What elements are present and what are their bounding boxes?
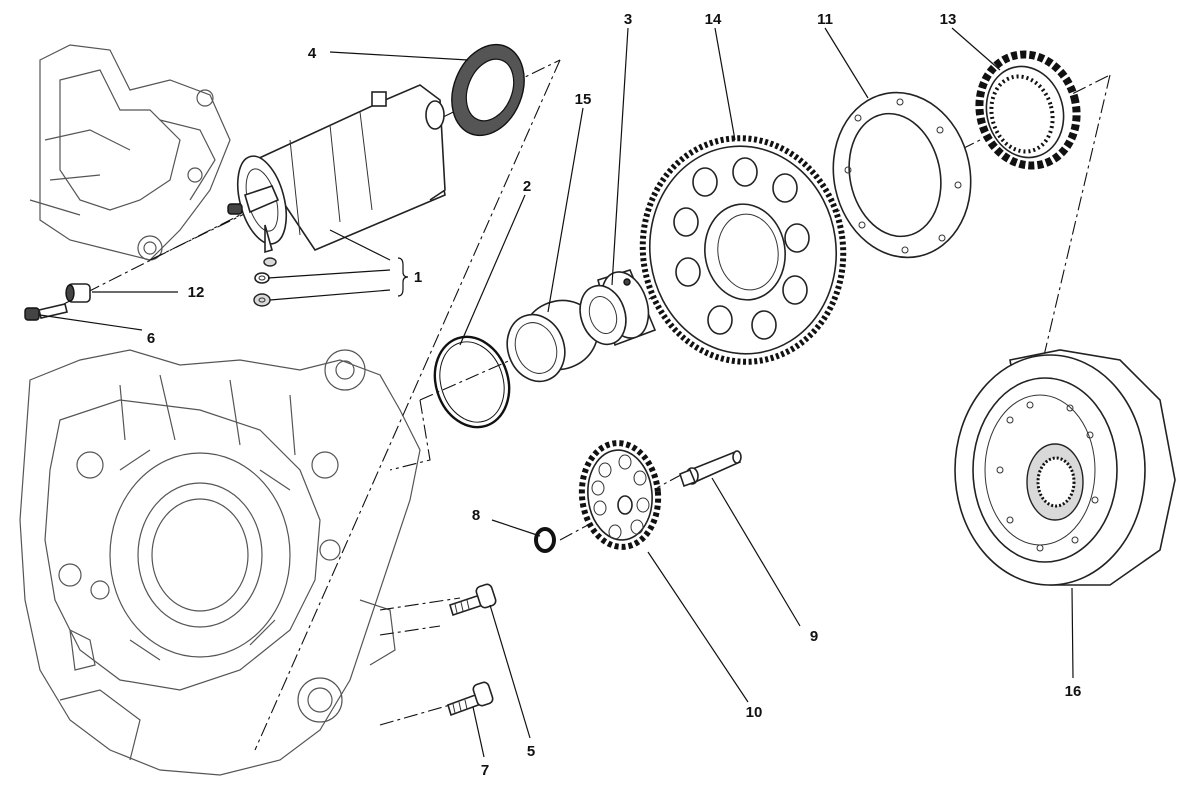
callout-12: 12 [188, 284, 205, 301]
part-12-spacer [65, 283, 91, 303]
callout-labels: 4 3 14 11 13 15 2 1 12 6 8 9 10 5 7 16 [147, 11, 1082, 779]
callout-10: 10 [746, 704, 763, 721]
part-10-small-gear [578, 440, 662, 550]
part-1-brace [397, 257, 409, 297]
part-16-rotor [954, 349, 1176, 586]
callout-6: 6 [147, 330, 155, 347]
part-2-thin-ring [433, 335, 511, 429]
callout-7: 7 [481, 762, 489, 779]
callout-4: 4 [308, 45, 317, 62]
starter-motor [227, 84, 446, 267]
callout-13: 13 [940, 11, 957, 28]
callout-2: 2 [523, 178, 531, 195]
callout-8: 8 [472, 507, 480, 524]
callout-14: 14 [705, 11, 722, 28]
part-14-idler-gear [639, 135, 847, 365]
leader-lines [39, 27, 1074, 758]
callout-1: 1 [414, 269, 422, 286]
part-8-washer [534, 527, 556, 553]
part-6-screw [24, 303, 68, 321]
part-3-sleeve [579, 269, 657, 347]
callout-9: 9 [810, 628, 818, 645]
callout-15: 15 [575, 91, 592, 108]
part-4-gasket [451, 43, 525, 137]
callout-3: 3 [624, 11, 632, 28]
crankcase-outline [19, 44, 421, 776]
part-11-flange [832, 91, 972, 259]
part-1-washer-nut [253, 272, 271, 307]
part-5-bolt [449, 583, 497, 617]
callout-11: 11 [817, 11, 833, 28]
callout-16: 16 [1065, 683, 1082, 700]
part-9-shaft [679, 450, 742, 488]
part-13-freewheel [975, 50, 1081, 170]
part-7-bolt [447, 681, 494, 717]
callout-5: 5 [527, 743, 535, 760]
